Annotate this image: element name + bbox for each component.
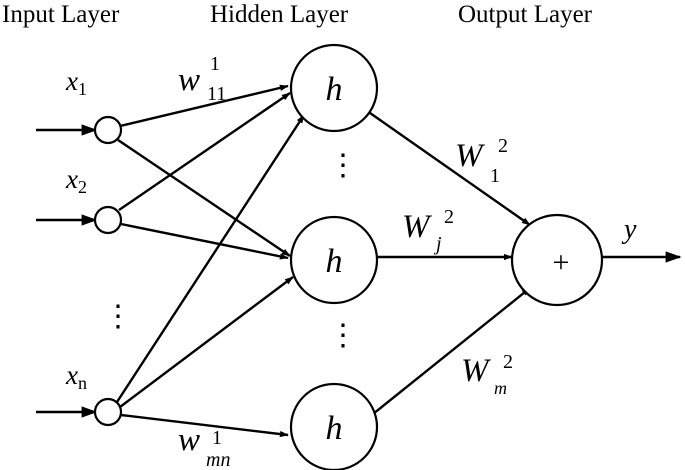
edge-x1-h1: [119, 84, 289, 128]
weight-Wm: W 2 m: [461, 351, 513, 398]
weight-w11: w 1 11: [178, 53, 226, 105]
edge-xn-h1: [115, 114, 306, 403]
weight-Wm-superscript: 2: [503, 351, 513, 373]
input-arrows: [36, 124, 98, 418]
input-layer-title: Input Layer: [2, 1, 120, 28]
output-layer-title: Output Layer: [458, 1, 593, 28]
weight-Wm-subscript: m: [494, 378, 507, 398]
edge-x2-h1: [118, 92, 291, 211]
weight-Wj: W 2 j: [402, 206, 454, 255]
input-label-2: x2: [65, 164, 87, 197]
weight-W1: W 2 1: [455, 135, 508, 187]
edge-x1-hj: [117, 139, 291, 257]
input-label-n: xn: [65, 360, 87, 393]
weight-wmn-symbol: w: [178, 422, 200, 458]
edge-xn-hj: [119, 276, 294, 408]
output-label: y: [621, 214, 637, 245]
weight-wmn-superscript: 1: [212, 427, 222, 449]
hidden-node-j-label: h: [326, 243, 343, 280]
edge-xn-hm: [120, 413, 289, 438]
weight-Wm-symbol: W: [461, 353, 491, 389]
weight-wmn-subscript: mn: [206, 449, 230, 470]
hidden-ellipsis-lower: ⋮: [328, 319, 358, 352]
hidden-node-j: [289, 215, 379, 305]
sum-node: [510, 213, 604, 307]
weight-w11-superscript: 1: [210, 53, 220, 75]
edge-x2-hj: [120, 222, 289, 260]
weight-wmn: w 1 mn: [178, 422, 230, 470]
weight-Wj-superscript: 2: [444, 206, 454, 228]
input-label-1: x1: [65, 66, 87, 99]
weight-W1-superscript: 2: [498, 135, 508, 157]
weight-W1-symbol: W: [455, 138, 485, 174]
hidden-node-m: [289, 382, 379, 470]
hidden-node-1-label: h: [326, 71, 343, 108]
input-node-n: [93, 397, 123, 427]
weight-w11-subscript: 11: [207, 83, 226, 105]
edge-h1-sum: [369, 112, 531, 226]
hidden-node-m-label: h: [326, 410, 343, 447]
input-node-2: [93, 205, 123, 235]
edge-hm-sum: [372, 287, 531, 415]
weight-w11-symbol: w: [178, 62, 200, 98]
weight-Wj-symbol: W: [402, 209, 432, 245]
input-ellipsis: ⋮: [103, 300, 133, 333]
input-node-1: [93, 115, 123, 145]
sum-node-label: +: [553, 246, 570, 279]
hidden-output-edges: [369, 112, 682, 415]
hidden-ellipsis-upper: ⋮: [328, 149, 358, 182]
hidden-layer-title: Hidden Layer: [210, 1, 349, 28]
hidden-node-1: [289, 43, 379, 133]
input-hidden-edges: [115, 84, 306, 438]
weight-W1-subscript: 1: [490, 165, 500, 187]
weight-Wj-subscript: j: [433, 233, 442, 255]
